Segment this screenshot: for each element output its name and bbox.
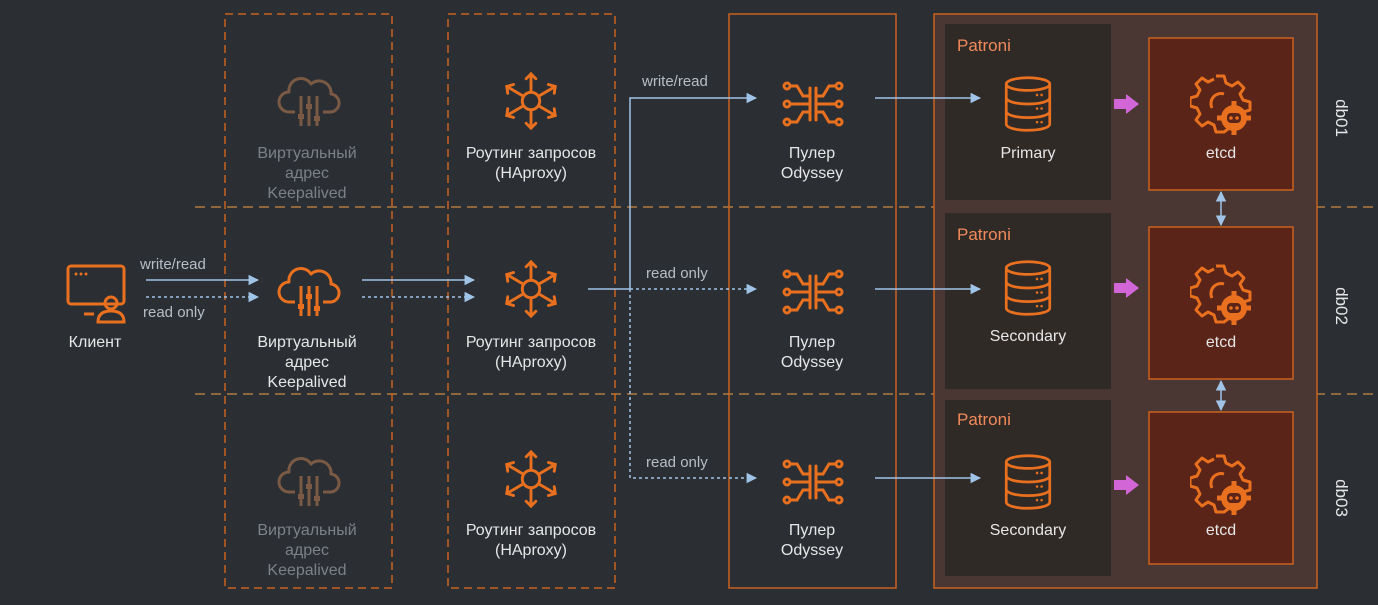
router-label-db01: Роутинг запросов (HAproxy) bbox=[448, 144, 614, 184]
router-line: (HAproxy) bbox=[494, 354, 567, 371]
etcd-box-db03 bbox=[1148, 411, 1294, 565]
pooler-icon bbox=[782, 459, 844, 505]
node-label-db03: db03 bbox=[1332, 479, 1351, 517]
pooler-label-db02: Пулер Odyssey bbox=[729, 333, 895, 373]
node-label-db01: db01 bbox=[1332, 99, 1351, 137]
router-line: Роутинг запросов bbox=[465, 145, 597, 162]
client-label: Клиент bbox=[68, 334, 122, 351]
router-line: (HAproxy) bbox=[494, 542, 567, 559]
cloud-sliders-icon bbox=[277, 456, 341, 508]
pooler-line: Пулер bbox=[788, 522, 836, 539]
pooler-icon bbox=[782, 81, 844, 127]
flow-label-read-only: read only bbox=[646, 454, 708, 471]
pooler-line: Odyssey bbox=[780, 354, 844, 371]
flow-label-write-read: write/read bbox=[642, 73, 708, 90]
pooler-icon bbox=[782, 269, 844, 315]
vip-line: адрес bbox=[284, 165, 330, 182]
haproxy-column bbox=[447, 13, 616, 589]
patroni-etcd-arrow bbox=[1114, 94, 1139, 114]
node-label-db02: db02 bbox=[1332, 287, 1351, 325]
pooler-line: Odyssey bbox=[780, 542, 844, 559]
cloud-sliders-icon bbox=[277, 266, 341, 318]
vip-label-db02: Виртуальный адрес Keepalived bbox=[232, 333, 382, 393]
odyssey-column bbox=[728, 13, 897, 589]
etcd-label-db03: etcd bbox=[1205, 522, 1237, 539]
patroni-box-db01 bbox=[945, 24, 1111, 200]
vip-line: Keepalived bbox=[267, 185, 347, 202]
patroni-etcd-arrow bbox=[1114, 278, 1139, 298]
vip-line: Виртуальный bbox=[257, 334, 357, 351]
router-label-db02: Роутинг запросов (HAproxy) bbox=[448, 333, 614, 373]
vip-line: Keepalived bbox=[267, 374, 347, 391]
keepalived-column bbox=[224, 13, 393, 589]
db-role-label-db01: Primary bbox=[1000, 145, 1056, 162]
hub-arrows-icon bbox=[505, 72, 557, 130]
desktop-user-icon bbox=[66, 264, 126, 324]
vip-line: Виртуальный bbox=[257, 145, 357, 162]
patroni-label-db03: Patroni bbox=[957, 410, 1011, 429]
db-role-label-db02: Secondary bbox=[989, 328, 1067, 345]
db-role-label-db03: Secondary bbox=[989, 522, 1067, 539]
flow-arrow-write-read bbox=[588, 92, 758, 290]
flow-arrow-read-only bbox=[629, 289, 758, 484]
vip-line: адрес bbox=[284, 542, 330, 559]
hub-arrows-icon bbox=[505, 260, 557, 318]
etcd-box-db01 bbox=[1148, 37, 1294, 191]
flow-label-read-only: read only bbox=[143, 304, 205, 321]
vip-label-db03: Виртуальный адрес Keepalived bbox=[232, 521, 382, 581]
pooler-line: Пулер bbox=[788, 145, 836, 162]
etcd-label-db01: etcd bbox=[1205, 145, 1237, 162]
router-line: Роутинг запросов bbox=[465, 522, 597, 539]
pooler-line: Пулер bbox=[788, 334, 836, 351]
flow-label-write-read: write/read bbox=[140, 256, 206, 273]
patroni-etcd-arrow bbox=[1114, 475, 1139, 495]
etcd-label-db02: etcd bbox=[1205, 334, 1237, 351]
vip-line: Keepalived bbox=[267, 562, 347, 579]
router-label-db03: Роутинг запросов (HAproxy) bbox=[448, 521, 614, 561]
vip-line: адрес bbox=[284, 354, 330, 371]
patroni-box-db03 bbox=[945, 400, 1111, 576]
flow-label-read-only: read only bbox=[646, 265, 708, 282]
cloud-sliders-icon bbox=[277, 76, 341, 128]
hub-arrows-icon bbox=[505, 450, 557, 508]
vip-label-db01: Виртуальный адрес Keepalived bbox=[232, 144, 382, 204]
patroni-label-db01: Patroni bbox=[957, 36, 1011, 55]
router-line: Роутинг запросов bbox=[465, 334, 597, 351]
pooler-label-db03: Пулер Odyssey bbox=[729, 521, 895, 561]
pooler-label-db01: Пулер Odyssey bbox=[729, 144, 895, 184]
pooler-line: Odyssey bbox=[780, 165, 844, 182]
patroni-label-db02: Patroni bbox=[957, 225, 1011, 244]
vip-line: Виртуальный bbox=[257, 522, 357, 539]
router-line: (HAproxy) bbox=[494, 165, 567, 182]
etcd-box-db02 bbox=[1148, 226, 1294, 380]
